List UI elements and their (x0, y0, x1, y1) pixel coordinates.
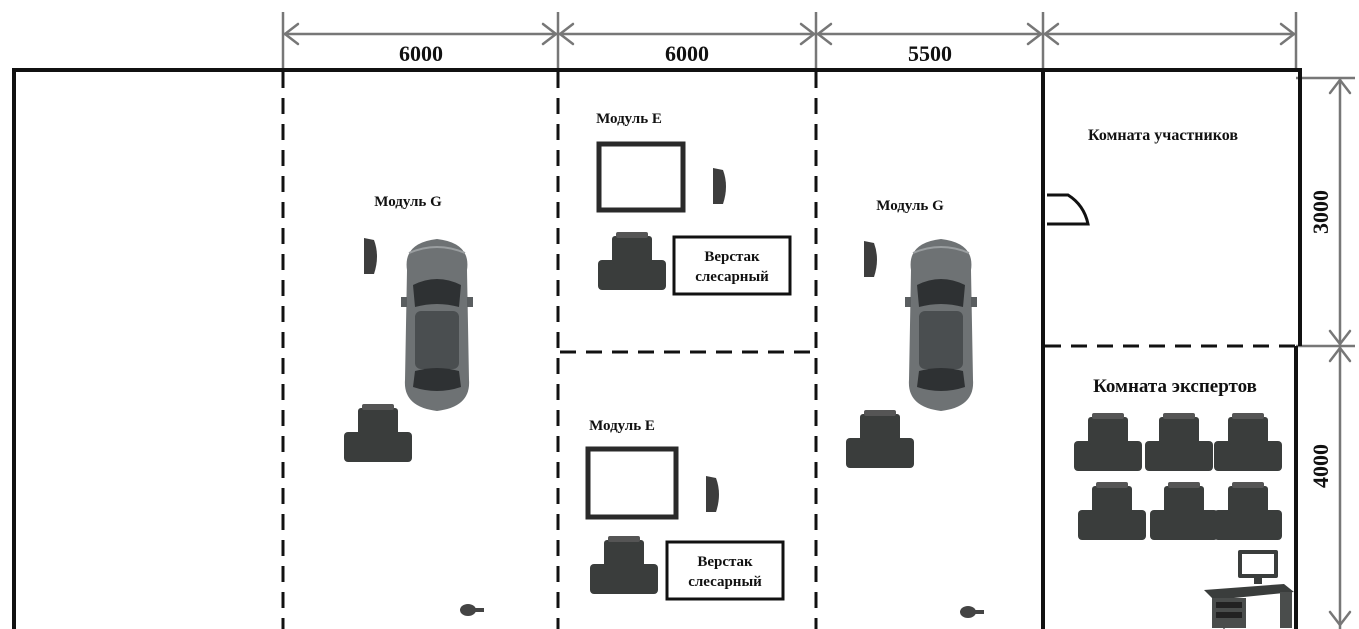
workbench-bottom-label-1: Верстак (697, 554, 753, 570)
participants-room: Комната участников (1047, 127, 1238, 226)
chair-icon (713, 168, 726, 204)
module-e-bottom: Модуль E Верстак слесарный (460, 418, 785, 616)
workbench-top-label-1: Верстак (704, 249, 760, 265)
zone-partitions (281, 72, 1296, 629)
participants-room-label: Комната участников (1088, 127, 1238, 144)
workbench-bottom (665, 540, 785, 601)
desk-icon (1214, 482, 1282, 540)
car-icon (400, 238, 474, 412)
chair-icon (706, 476, 719, 512)
module-g-left-label: Модуль G (374, 194, 442, 210)
desk-icon (846, 410, 914, 468)
experts-room: Комната экспертов (1074, 376, 1294, 629)
fire-extinguisher-icon (960, 606, 984, 618)
module-g-right-label: Модуль G (876, 198, 944, 214)
desk-icon (1078, 482, 1146, 540)
workbench-top (672, 235, 792, 296)
equipment-frame (585, 446, 679, 520)
module-g-right: Модуль G (846, 198, 984, 618)
desk-icon (590, 536, 658, 594)
module-g-left: Модуль G (344, 194, 474, 462)
desk-icon (1074, 413, 1142, 471)
desk-icon (1214, 413, 1282, 471)
desk-icon (1145, 413, 1213, 471)
chair-icon (864, 241, 877, 277)
module-e-top-label: Модуль E (596, 111, 662, 127)
top-dimensions: 6000 6000 5500 (281, 12, 1298, 70)
desk-icon (344, 404, 412, 462)
car-icon (904, 238, 978, 412)
dimension-label-4000: 4000 (1308, 444, 1333, 488)
dimension-label-3000: 3000 (1308, 190, 1333, 234)
outer-walls (12, 68, 1302, 629)
desk-icon (1150, 482, 1218, 540)
right-dimensions: 3000 4000 (1296, 76, 1355, 629)
dimension-label-1: 6000 (399, 41, 443, 66)
module-e-top: Модуль E Верстак слесарный (596, 111, 792, 296)
desk-icon (598, 232, 666, 290)
workbench-top-label-2: слесарный (695, 269, 769, 285)
dimension-label-3: 5500 (908, 41, 952, 66)
module-e-bottom-label: Модуль E (589, 418, 655, 434)
fire-extinguisher-icon (460, 604, 484, 616)
equipment-frame (596, 141, 686, 213)
computer-desk-icon (1204, 550, 1294, 629)
door-icon (1047, 193, 1090, 226)
workbench-bottom-label-2: слесарный (688, 574, 762, 590)
chair-icon (364, 238, 377, 274)
experts-room-label: Комната экспертов (1093, 376, 1257, 397)
dimension-label-2: 6000 (665, 41, 709, 66)
